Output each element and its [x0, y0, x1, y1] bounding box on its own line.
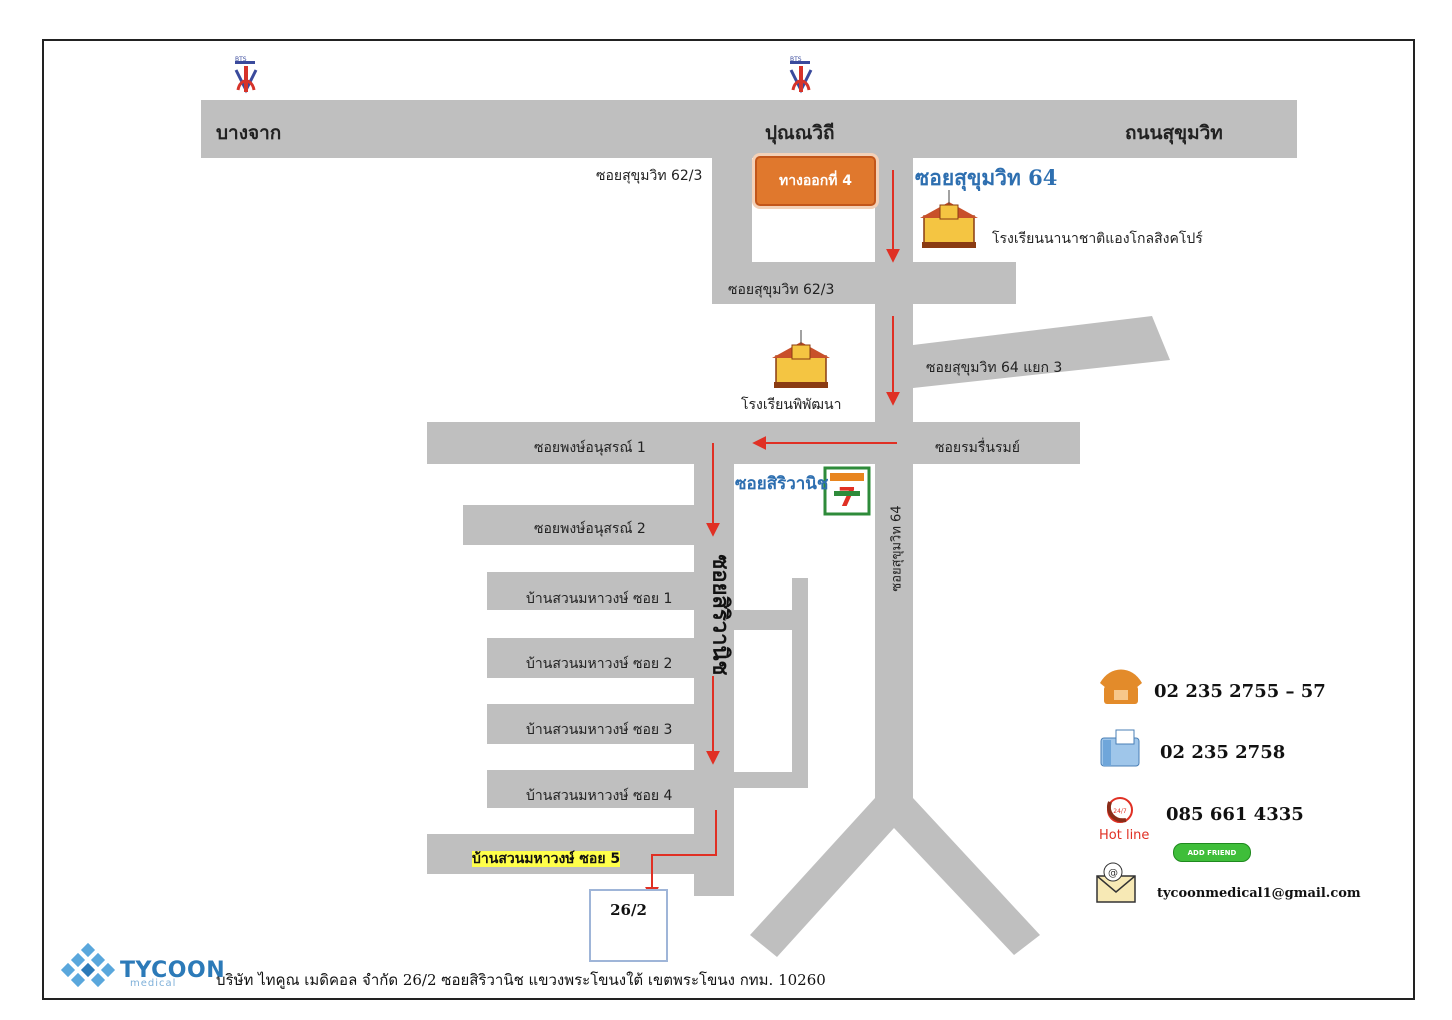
tycoon-logo-text: TYCOON [120, 958, 226, 983]
label-baan-soi-1: บ้านสวนมหาวงษ์ ซอย 1 [526, 591, 673, 607]
label-phong-1: ซอยพงษ์อนุสรณ์ 1 [534, 440, 646, 456]
bts-icon-left [234, 61, 258, 94]
label-siriwanich-blue: ซอยสิริวานิช [735, 474, 829, 494]
bts-label-left: BTS [235, 56, 247, 63]
line-add-friend-button[interactable]: ADD FRIEND [1173, 843, 1251, 862]
road-soi-62-3-upper [712, 158, 752, 264]
company-address: บริษัท ไทคูณ เมดิคอล จำกัด 26/2 ซอยสิริว… [216, 971, 826, 989]
hotline-number: 085 661 4335 [1166, 804, 1304, 825]
telephone-icon [1100, 669, 1142, 704]
school-icon-1 [920, 190, 978, 248]
exit-4-badge: ทางออกที่ 4 [755, 156, 876, 206]
hotline-icon: 24/7 [1107, 797, 1133, 823]
label-soi-romruen: ซอยรมรื่นรมย์ [935, 440, 1020, 456]
hotline-label: Hot line [1099, 828, 1150, 843]
label-phong-2: ซอยพงษ์อนุสรณ์ 2 [534, 521, 646, 537]
road-fork [750, 798, 1040, 957]
email-icon: @ [1096, 862, 1136, 903]
road-connector-1 [734, 610, 792, 630]
tycoon-logo-subtext: medical [130, 978, 177, 989]
label-baan-soi-3: บ้านสวนมหาวงษ์ ซอย 3 [526, 722, 673, 738]
fax-icon [1100, 729, 1140, 767]
road-baan-1 [487, 572, 694, 610]
label-baan-soi-5: บ้านสวนมหาวงษ์ ซอย 5 [472, 848, 621, 870]
seven-eleven-icon: 7 [823, 466, 871, 516]
label-soi-64-blue: ซอยสุขุมวิท 64 [915, 165, 1058, 190]
svg-text:@: @ [1108, 868, 1118, 879]
bts-label-center: BTS [790, 56, 802, 63]
bts-icon-center [789, 61, 813, 94]
school-icon-2 [772, 330, 830, 388]
label-school-phiphatthana: โรงเรียนพิพัฒนา [741, 397, 842, 413]
label-school-anglo-singapore: โรงเรียนนานาชาติแองโกลสิงคโปร์ [992, 231, 1203, 247]
tycoon-logo-icon [60, 942, 116, 988]
label-soi-64-yaek-3: ซอยสุขุมวิท 64 แยก 3 [926, 360, 1063, 376]
road-soi-64-yaek-3 [913, 316, 1170, 388]
label-baan-soi-5-text: บ้านสวนมหาวงษ์ ซอย 5 [472, 851, 621, 867]
road-soi-64 [875, 158, 913, 798]
label-punnawithi: ปุณณวิถี [765, 122, 835, 144]
road-connector-3 [734, 772, 808, 788]
roads [201, 100, 1297, 957]
label-siriwanich-vertical: ซอยสิริวานิช [707, 554, 734, 676]
label-soi-62-3-top: ซอยสุขุมวิท 62/3 [596, 168, 703, 184]
road-phong-2 [463, 505, 694, 545]
fax-number: 02 235 2758 [1160, 742, 1286, 763]
svg-text:24/7: 24/7 [1113, 808, 1127, 815]
svg-text:7: 7 [838, 483, 856, 513]
route-arrows [645, 170, 900, 901]
label-baan-soi-2: บ้านสวนมหาวงษ์ ซอย 2 [526, 656, 673, 672]
destination-number: 26/2 [610, 901, 647, 919]
road-soi-62-3 [712, 262, 1016, 304]
road-connector-2 [792, 578, 808, 788]
label-baan-soi-4: บ้านสวนมหาวงษ์ ซอย 4 [526, 788, 673, 804]
road-baan-4 [487, 770, 694, 808]
email-address: tycoonmedical1@gmail.com [1157, 886, 1361, 901]
road-sukhumvit [201, 100, 1297, 158]
phone-number: 02 235 2755 – 57 [1154, 681, 1326, 702]
label-soi-64-vertical: ซอยสุขุมวิท 64 [889, 505, 905, 592]
label-sukhumvit-road: ถนนสุขุมวิท [1125, 122, 1223, 144]
map-frame [42, 39, 1415, 1000]
road-baan-2 [487, 638, 694, 678]
road-baan-3 [487, 704, 694, 744]
label-soi-62-3-mid: ซอยสุขุมวิท 62/3 [728, 282, 835, 298]
label-bangchak: บางจาก [216, 122, 282, 144]
destination-box: 26/2 [589, 889, 668, 962]
